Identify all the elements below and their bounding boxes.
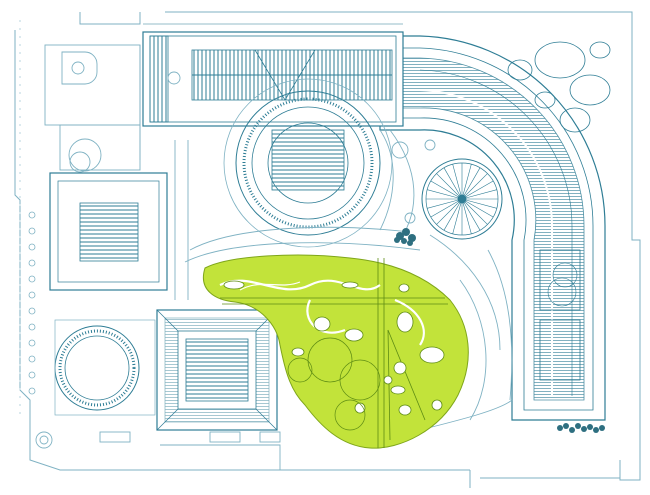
pavilion-spoke bbox=[461, 198, 497, 209]
pavilion-spoke bbox=[461, 198, 472, 234]
northwest-entrance-block bbox=[44, 44, 181, 173]
pavilion-spoke bbox=[461, 198, 494, 218]
pavilion-spoke bbox=[461, 180, 494, 200]
pavilion-spoke bbox=[436, 198, 463, 225]
pavilion-spoke bbox=[461, 198, 481, 231]
pavilion-spoke bbox=[461, 198, 488, 225]
north-hatched-roof bbox=[142, 23, 404, 127]
pavilion-spoke bbox=[461, 167, 481, 200]
round-stadium bbox=[54, 319, 156, 416]
southwest-square-building bbox=[156, 309, 278, 431]
central-circular-arena bbox=[223, 78, 393, 248]
pavilion-spoke bbox=[427, 198, 463, 209]
grid-ticks bbox=[28, 211, 36, 395]
pavilion-spoke bbox=[452, 198, 463, 234]
radial-pavilion bbox=[421, 158, 503, 240]
west-square-building bbox=[49, 172, 168, 291]
plaza-outline-circles bbox=[287, 337, 381, 431]
pavilion-spoke bbox=[443, 167, 463, 200]
boundary-marker bbox=[28, 211, 36, 219]
site-paths bbox=[35, 129, 513, 470]
site-boundary bbox=[14, 11, 641, 488]
boundary-marker bbox=[28, 291, 36, 299]
boundary-marker bbox=[28, 259, 36, 267]
pavilion-spoke bbox=[461, 189, 497, 200]
pavilion-spoke bbox=[452, 164, 463, 200]
boundary-marker bbox=[28, 339, 36, 347]
pavilion-spoke bbox=[443, 198, 463, 231]
boundary-marker bbox=[28, 307, 36, 315]
boundary-marker bbox=[28, 227, 36, 235]
pavilion-spoke bbox=[430, 180, 463, 200]
boundary-marker bbox=[28, 355, 36, 363]
plaza-ponds bbox=[223, 280, 445, 416]
pavilion-spoke bbox=[436, 173, 463, 200]
tree-clusters bbox=[394, 41, 611, 433]
pavilion-spoke bbox=[427, 189, 463, 200]
pavilion-spoke bbox=[461, 164, 472, 200]
curved-stadium-stand bbox=[379, 35, 606, 421]
boundary-marker bbox=[28, 371, 36, 379]
boundary-marker bbox=[28, 323, 36, 331]
pavilion-spoke bbox=[461, 173, 488, 200]
pavilion-spoke bbox=[430, 198, 463, 218]
boundary-marker bbox=[28, 387, 36, 395]
boundary-marker bbox=[28, 243, 36, 251]
boundary-marker bbox=[28, 275, 36, 283]
